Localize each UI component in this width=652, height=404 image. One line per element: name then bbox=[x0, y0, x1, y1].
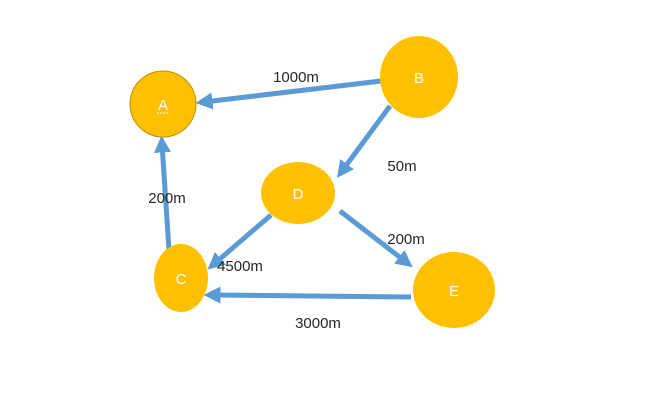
node-d[interactable]: D bbox=[261, 162, 335, 224]
node-e-label: E bbox=[449, 283, 459, 300]
node-b-label: B bbox=[414, 70, 424, 87]
nodes: A B C D E bbox=[129, 36, 495, 328]
edge-b-to-a-arrow[interactable] bbox=[195, 78, 382, 110]
edge-d-to-c-arrow[interactable] bbox=[207, 213, 273, 270]
edge-c-to-a-arrow[interactable] bbox=[154, 135, 172, 251]
edge-d-to-e-arrow[interactable] bbox=[338, 209, 413, 268]
edge-c-to-a-label: 200m bbox=[148, 190, 186, 207]
edge-e-to-c-label: 3000m bbox=[295, 315, 341, 332]
node-d-label: D bbox=[293, 186, 304, 203]
node-c[interactable]: C bbox=[154, 244, 208, 312]
node-a-label: A bbox=[158, 97, 168, 114]
edges bbox=[154, 78, 413, 304]
node-b[interactable]: B bbox=[380, 36, 458, 118]
edge-b-to-d-label: 50m bbox=[387, 158, 416, 175]
node-c-circle[interactable] bbox=[154, 244, 208, 312]
node-e[interactable]: E bbox=[413, 252, 495, 328]
node-e-circle[interactable] bbox=[413, 252, 495, 328]
node-d-circle[interactable] bbox=[261, 162, 335, 224]
edge-e-to-c-arrow[interactable] bbox=[203, 286, 412, 304]
edge-d-to-e-label: 200m bbox=[387, 231, 425, 248]
node-a[interactable]: A bbox=[129, 70, 197, 138]
node-a-circle[interactable] bbox=[129, 70, 197, 138]
node-b-circle[interactable] bbox=[380, 36, 458, 118]
edge-labels: 1000m 50m 200m 4500m 200m 3000m bbox=[148, 69, 425, 332]
edge-d-to-c-label: 4500m bbox=[217, 258, 263, 275]
edge-b-to-d-arrow[interactable] bbox=[336, 104, 393, 178]
node-c-label: C bbox=[176, 271, 187, 288]
edge-b-to-a-label: 1000m bbox=[273, 69, 319, 86]
